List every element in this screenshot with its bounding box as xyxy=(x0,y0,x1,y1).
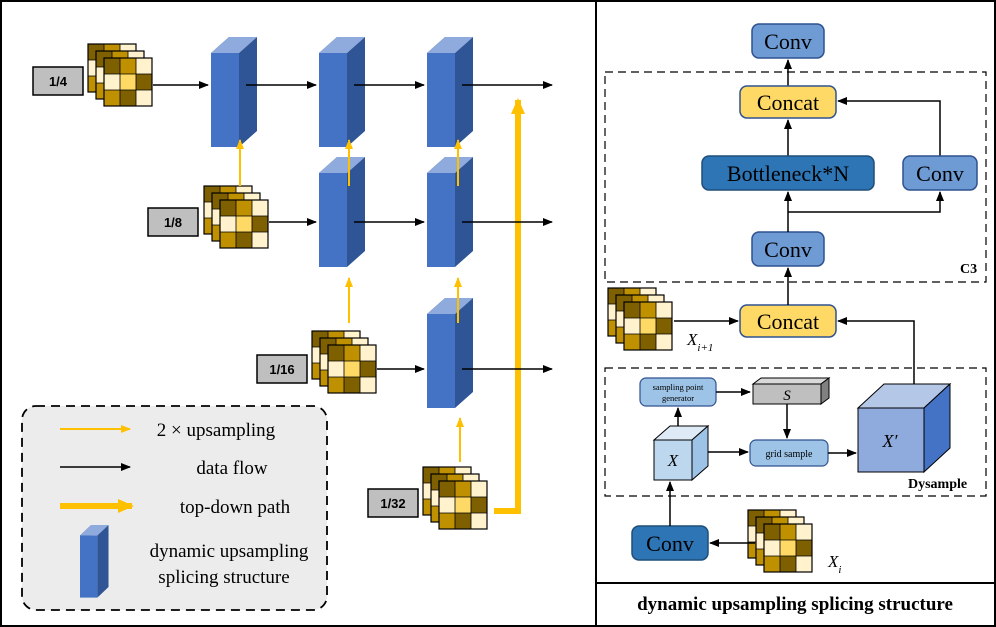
feature-map-1-8 xyxy=(204,186,268,248)
legend-upsampling-label: 2 × upsampling xyxy=(157,420,276,441)
scale-box-1-16: 1/16 xyxy=(256,354,308,384)
feature-map-1-32 xyxy=(423,467,487,529)
c3-label: C3 xyxy=(960,262,977,277)
right-panel-caption: dynamic upsampling splicing structure xyxy=(637,594,953,615)
svg-text:1/32: 1/32 xyxy=(380,496,405,511)
dyn-block-r2-c3 xyxy=(427,157,473,267)
arrow-conv-side-branch xyxy=(788,191,944,213)
upsampling-arrows xyxy=(236,139,464,462)
bottleneck-block: Bottleneck*N xyxy=(701,155,875,191)
dyn-block-r2-c2 xyxy=(319,157,365,267)
feature-map-x-i xyxy=(748,510,812,572)
arrow-xprime-concat xyxy=(837,317,915,384)
conv-bottom: Conv xyxy=(631,525,709,561)
conv-top: Conv xyxy=(751,23,825,59)
feature-map-1-4 xyxy=(88,44,152,106)
c3-region xyxy=(604,71,987,283)
scale-box-1-8: 1/8 xyxy=(147,207,199,237)
s-tensor: S xyxy=(751,377,831,405)
svg-text:1/8: 1/8 xyxy=(164,215,182,230)
svg-text:Conv: Conv xyxy=(764,237,812,262)
svg-text:X′: X′ xyxy=(882,431,899,451)
svg-text:grid sample: grid sample xyxy=(766,449,813,460)
svg-text:1/4: 1/4 xyxy=(49,74,68,89)
svg-text:S: S xyxy=(783,388,791,404)
dysample-label: Dysample xyxy=(908,477,967,492)
legend-topdown-label: top-down path xyxy=(180,497,291,518)
svg-text:Concat: Concat xyxy=(757,90,819,115)
svg-text:Conv: Conv xyxy=(646,531,694,556)
scale-box-1-4: 1/4 xyxy=(32,66,84,96)
legend-dataflow-label: data flow xyxy=(196,458,268,479)
dyn-block-r1-c1 xyxy=(211,37,257,147)
conv-c3-input: Conv xyxy=(751,231,825,267)
arrow-conv-side-concat xyxy=(837,97,941,156)
dyn-block-r3-c3 xyxy=(427,298,473,408)
svg-text:generator: generator xyxy=(662,393,694,403)
svg-text:Bottleneck*N: Bottleneck*N xyxy=(727,161,849,186)
dyn-block-r1-c3 xyxy=(427,37,473,147)
label-x-i-plus-1: Xi+1 xyxy=(686,330,713,354)
feature-map-1-16 xyxy=(312,331,376,393)
svg-text:Conv: Conv xyxy=(764,29,812,54)
svg-text:1/16: 1/16 xyxy=(269,362,294,377)
x-prime-tensor: X′ xyxy=(856,382,952,474)
dyn-block-r1-c2 xyxy=(319,37,365,147)
legend: 2 × upsampling data flow top-down path d… xyxy=(21,405,328,611)
sampling-point-generator: sampling point generator xyxy=(639,377,717,407)
top-down-path xyxy=(494,98,525,514)
svg-text:sampling point: sampling point xyxy=(653,382,704,392)
feature-map-x-i-plus-1 xyxy=(608,288,672,350)
conv-side: Conv xyxy=(902,155,978,191)
concat-lower: Concat xyxy=(739,304,837,338)
dysample-region xyxy=(604,367,987,497)
svg-text:X: X xyxy=(667,451,679,470)
svg-text:Conv: Conv xyxy=(916,161,964,186)
legend-structure-label-1: dynamic upsampling xyxy=(150,541,309,562)
x-tensor: X xyxy=(652,424,710,482)
scale-box-1-32: 1/32 xyxy=(367,488,419,518)
concat-c3: Concat xyxy=(739,85,837,119)
legend-structure-icon xyxy=(80,525,109,598)
label-x-i: Xi xyxy=(827,552,841,576)
grid-sample: grid sample xyxy=(749,439,829,467)
legend-structure-label-2: splicing structure xyxy=(158,567,289,588)
svg-text:Concat: Concat xyxy=(757,309,819,334)
